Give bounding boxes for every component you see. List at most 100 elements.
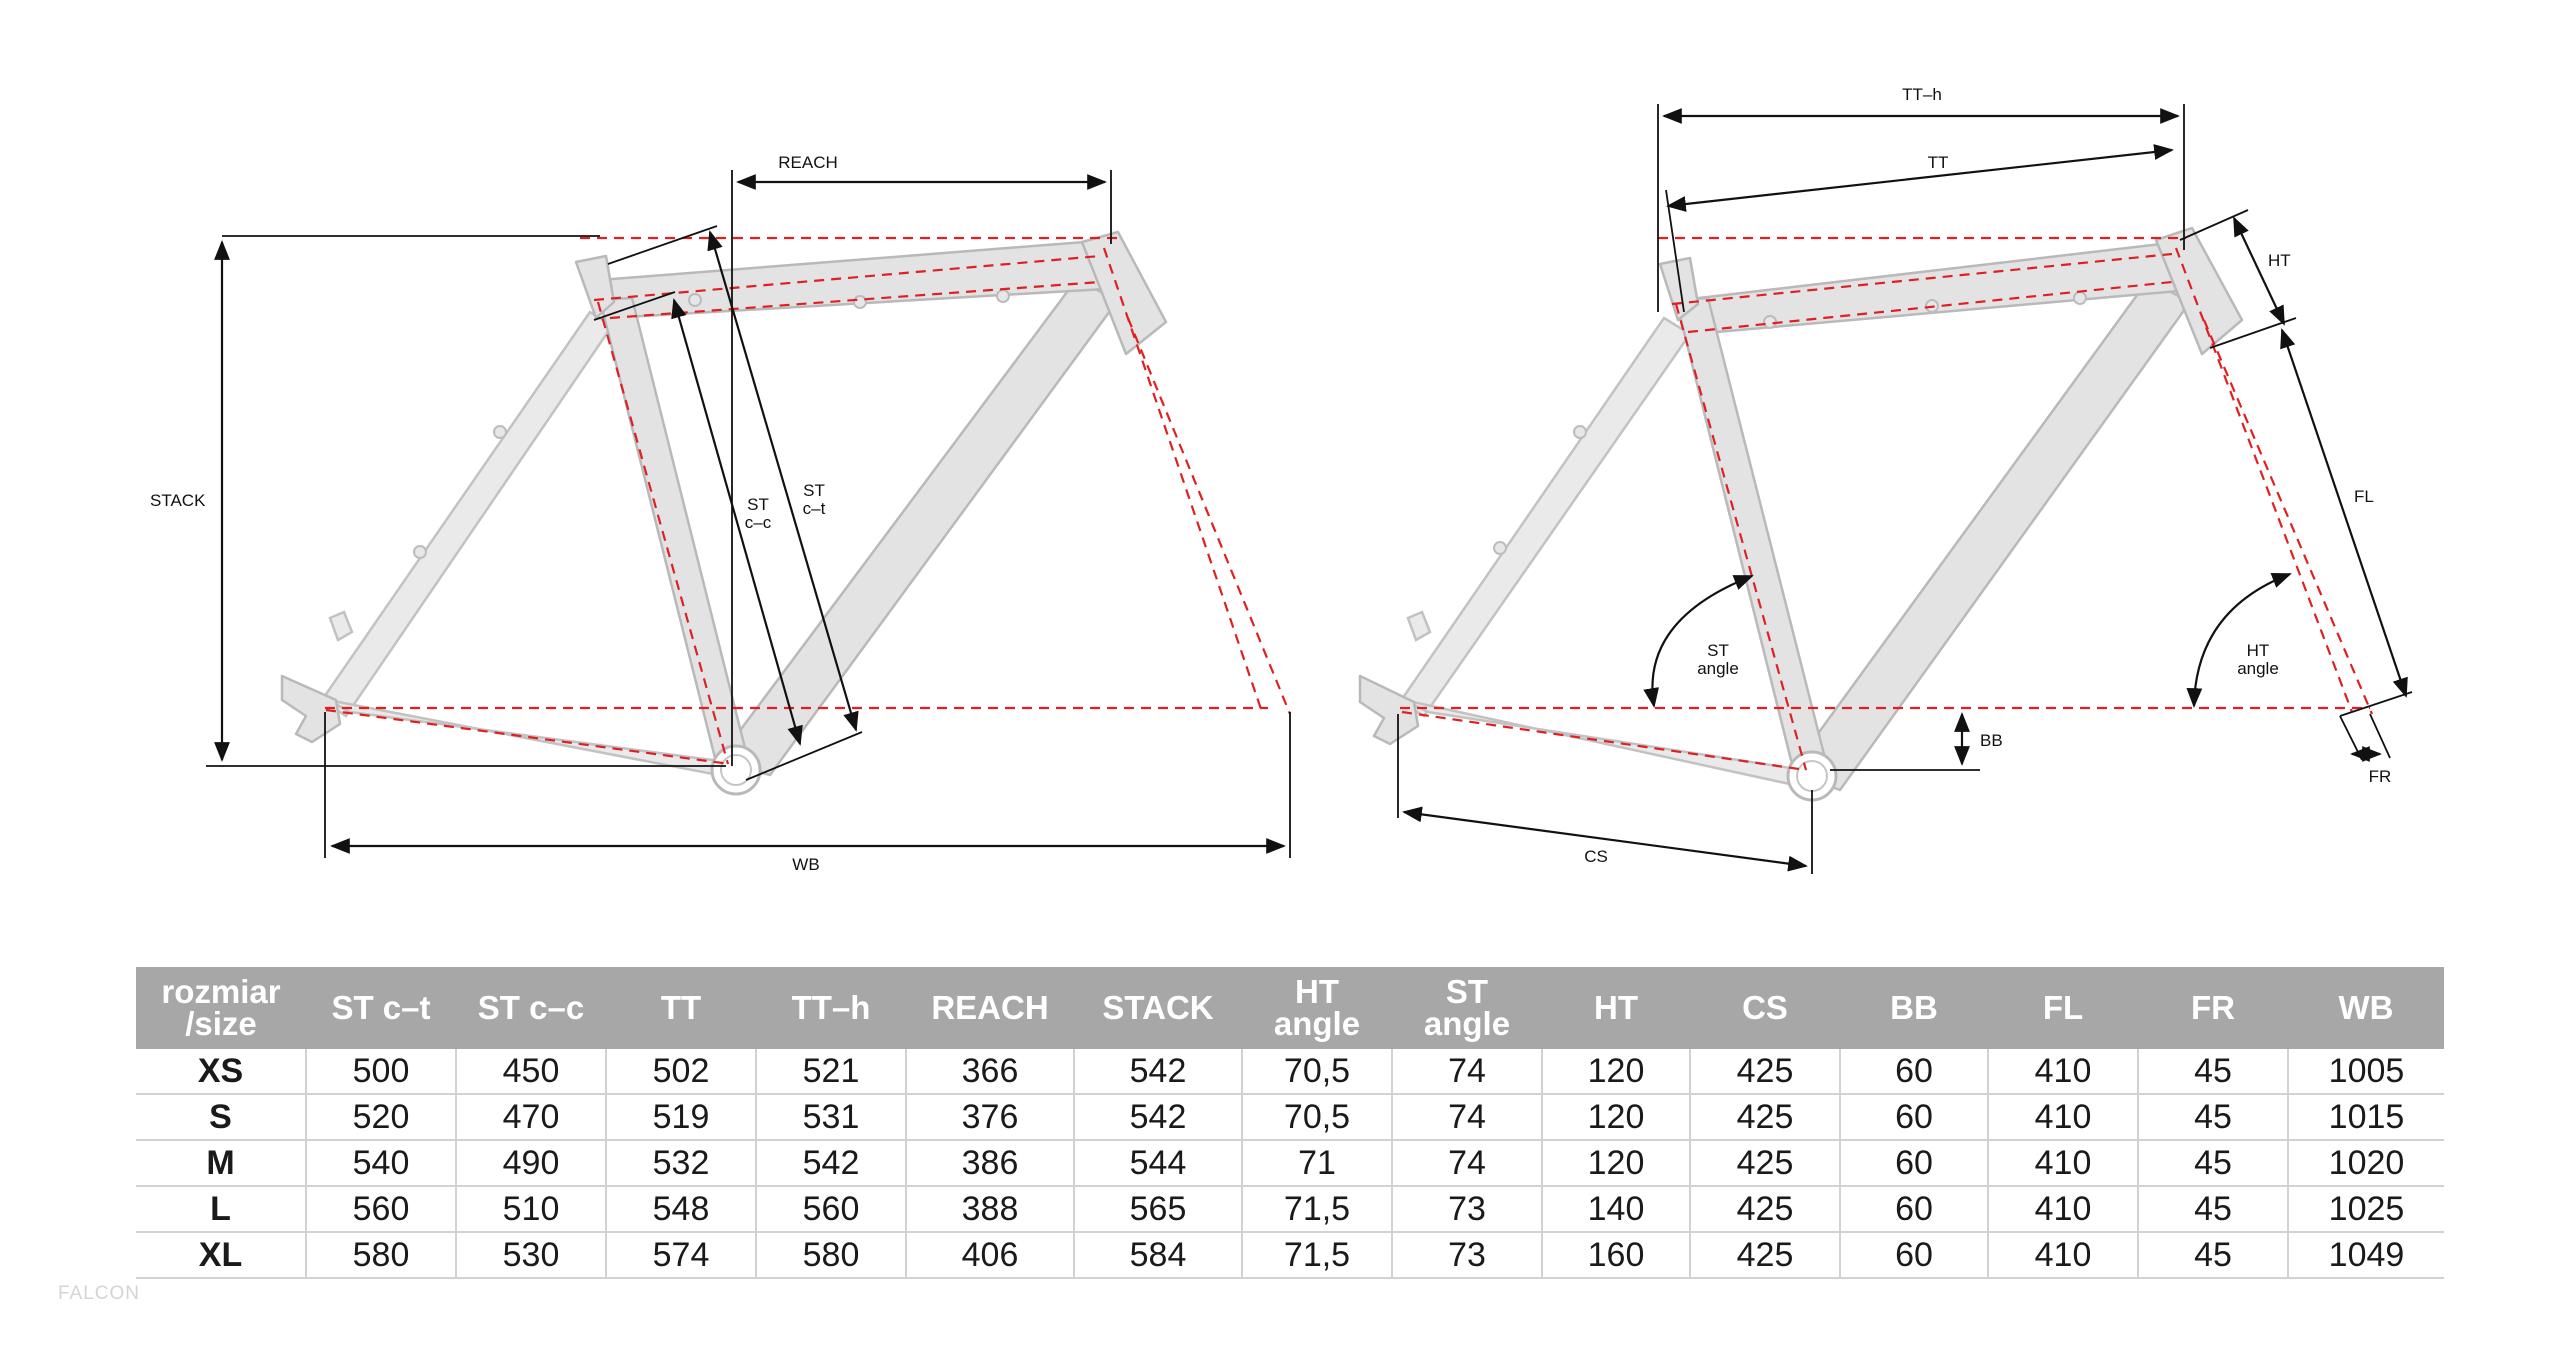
table-cell: 120 (1541, 1049, 1690, 1095)
table-cell: 425 (1689, 1186, 1840, 1233)
table-cell: 60 (1839, 1232, 1988, 1279)
column-header-text: angle (1423, 1005, 1511, 1042)
table-cell: 542 (1073, 1094, 1242, 1141)
table-cell: 470 (455, 1094, 606, 1141)
table-cell: 425 (1689, 1094, 1840, 1141)
table-cell: 425 (1689, 1232, 1840, 1279)
label-fr: FR (2369, 767, 2392, 786)
table-cell: 366 (905, 1049, 1074, 1095)
table-cell: 560 (305, 1186, 456, 1233)
column-header: REACH (906, 967, 1074, 1049)
column-header: rozmiar/size (136, 967, 306, 1049)
size-cell: L (136, 1186, 306, 1233)
table-cell: 410 (1987, 1186, 2138, 1233)
table-cell: 45 (2137, 1094, 2288, 1141)
table-cell: 60 (1839, 1049, 1988, 1095)
table-cell: 74 (1391, 1049, 1542, 1095)
table-cell: 584 (1073, 1232, 1242, 1279)
label-tt: TT (1928, 153, 1949, 172)
column-header-text: HT (1295, 973, 1339, 1010)
label-bb: BB (1980, 731, 2003, 750)
table-cell: 542 (1073, 1049, 1242, 1095)
column-header-text: ST c–c (477, 989, 585, 1026)
size-cell: S (136, 1094, 306, 1141)
table-cell: 548 (605, 1186, 756, 1233)
table-cell: 376 (905, 1094, 1074, 1141)
table-cell: 45 (2137, 1186, 2288, 1233)
table-cell: 60 (1839, 1140, 1988, 1187)
table-cell: 544 (1073, 1140, 1242, 1187)
brand-watermark: FALCON (58, 1283, 141, 1304)
column-header: FR (2138, 967, 2288, 1049)
table-cell: 1049 (2287, 1232, 2444, 1279)
table-cell: 425 (1689, 1049, 1840, 1095)
table-cell: 580 (755, 1232, 906, 1279)
label-wb: WB (792, 855, 819, 874)
column-header: BB (1840, 967, 1988, 1049)
column-header-text: CS (1742, 989, 1788, 1026)
size-cell: XS (136, 1049, 306, 1095)
table-cell: 580 (305, 1232, 456, 1279)
table-cell: 1025 (2287, 1186, 2444, 1233)
column-header: STACK (1074, 967, 1242, 1049)
table-cell: 70,5 (1241, 1094, 1392, 1141)
table-cell: 71,5 (1241, 1232, 1392, 1279)
table-cell: 140 (1541, 1186, 1690, 1233)
label-ht-angle-line1: HT (2247, 641, 2270, 660)
column-header: WB (2288, 967, 2444, 1049)
column-header-text: FR (2191, 989, 2235, 1026)
table-cell: 410 (1987, 1140, 2138, 1187)
label-reach: REACH (778, 153, 838, 172)
table-cell: 532 (605, 1140, 756, 1187)
column-header-text: FL (2042, 989, 2084, 1026)
table-cell: 45 (2137, 1232, 2288, 1279)
column-header-text: TT–h (791, 989, 871, 1026)
table-cell: 71,5 (1241, 1186, 1392, 1233)
column-header-text: WB (2338, 989, 2394, 1026)
column-header-text: BB (1890, 989, 1938, 1026)
table-cell: 410 (1987, 1094, 2138, 1141)
table-cell: 45 (2137, 1140, 2288, 1187)
label-st-ct-line2: c–t (803, 499, 826, 518)
label-fl: FL (2354, 487, 2374, 506)
table-cell: 71 (1241, 1140, 1392, 1187)
table-cell: 540 (305, 1140, 456, 1187)
table-cell: 70,5 (1241, 1049, 1392, 1095)
size-cell: XL (136, 1232, 306, 1279)
column-header-text: STACK (1102, 989, 1214, 1026)
table-cell: 519 (605, 1094, 756, 1141)
column-header-text: TT (660, 989, 702, 1026)
table-cell: 386 (905, 1140, 1074, 1187)
column-header: FL (1988, 967, 2138, 1049)
label-st-angle-line1: ST (1707, 641, 1729, 660)
column-header-text: ST (1445, 973, 1489, 1010)
size-cell: M (136, 1140, 306, 1187)
label-ht-angle-line2: angle (2237, 659, 2279, 678)
left-frame-drawing: STACK REACH ST c–c ST c–t WB (150, 153, 1292, 874)
table-cell: 73 (1391, 1186, 1542, 1233)
column-header: ST c–t (306, 967, 456, 1049)
column-header-text: REACH (931, 989, 1049, 1026)
table-cell: 1020 (2287, 1140, 2444, 1187)
label-cs: CS (1584, 847, 1608, 866)
column-header-text: angle (1273, 1005, 1361, 1042)
table-cell: 160 (1541, 1232, 1690, 1279)
table-cell: 530 (455, 1232, 606, 1279)
column-header: HT (1542, 967, 1690, 1049)
table-cell: 120 (1541, 1140, 1690, 1187)
table-cell: 542 (755, 1140, 906, 1187)
table-cell: 60 (1839, 1186, 1988, 1233)
table-cell: 510 (455, 1186, 606, 1233)
table-cell: 406 (905, 1232, 1074, 1279)
table-cell: 410 (1987, 1049, 2138, 1095)
table-cell: 531 (755, 1094, 906, 1141)
table-cell: 450 (455, 1049, 606, 1095)
